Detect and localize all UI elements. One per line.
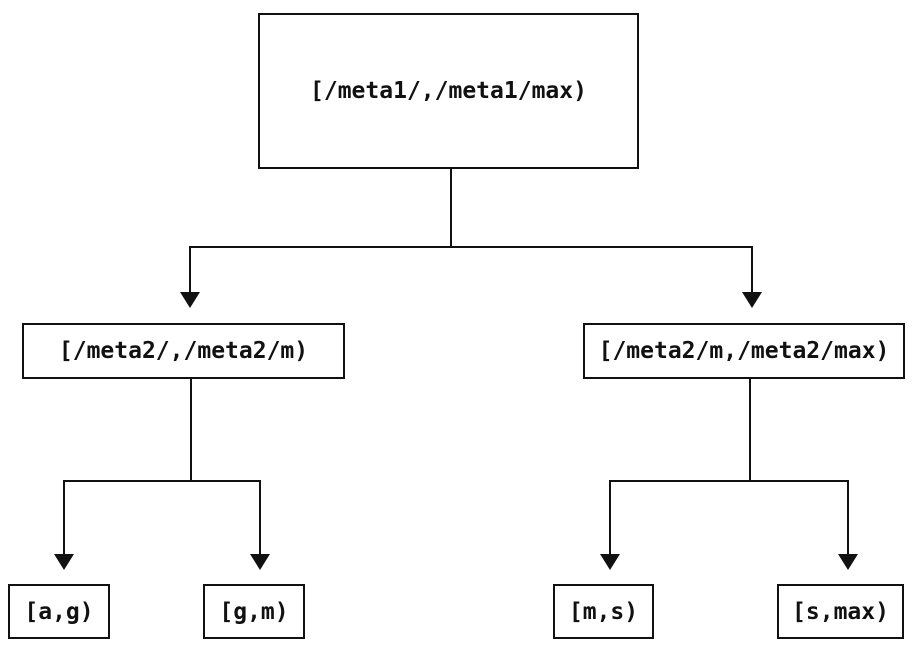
arrowhead-down-icon xyxy=(180,292,200,308)
arrowhead-down-icon xyxy=(54,554,74,570)
node-meta2-high-interval: [/meta2/m,/meta2/max) xyxy=(583,323,905,379)
node-leaf-m-s: [m,s) xyxy=(553,584,654,639)
node-root-interval: [/meta1/,/meta1/max) xyxy=(258,13,639,169)
edge-left-branch xyxy=(63,480,261,554)
arrowhead-down-icon xyxy=(742,292,762,308)
edge-right-branch xyxy=(609,480,849,554)
node-meta2-low-interval: [/meta2/,/meta2/m) xyxy=(22,323,345,379)
arrowhead-down-icon xyxy=(838,554,858,570)
edge-root-branch xyxy=(189,246,753,292)
node-leaf-s-max: [s,max) xyxy=(777,584,904,639)
arrowhead-down-icon xyxy=(250,554,270,570)
node-leaf-g-m: [g,m) xyxy=(203,584,305,639)
arrowhead-down-icon xyxy=(600,554,620,570)
node-leaf-a-g: [a,g) xyxy=(8,584,110,639)
